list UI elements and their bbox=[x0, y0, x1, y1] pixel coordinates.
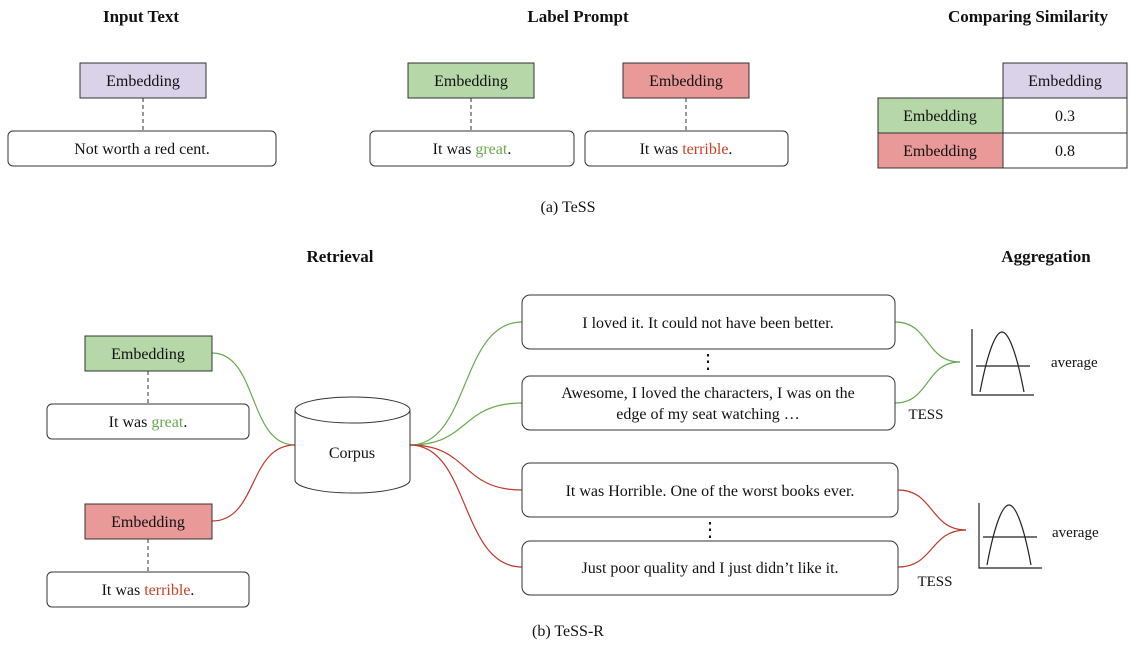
heading-input-text: Input Text bbox=[103, 7, 179, 26]
table-value-green: 0.3 bbox=[1055, 108, 1075, 125]
red-sentence-box-2 bbox=[521, 540, 899, 596]
input-embedding-label: Embedding bbox=[106, 73, 180, 90]
prompt-terrible-text: It was terrible. bbox=[640, 141, 733, 158]
prompt-terrible-embedding-label: Embedding bbox=[649, 73, 723, 90]
retrieval-great-text: It was great. bbox=[109, 414, 188, 431]
prompt-great-text-box bbox=[369, 130, 575, 167]
green-sentence-box-2 bbox=[521, 375, 896, 431]
retrieval-terrible-embedding-box bbox=[84, 503, 213, 540]
table-value-red: 0.8 bbox=[1055, 143, 1075, 160]
tess-label-red: TESS bbox=[917, 574, 952, 590]
table-column-header-cell bbox=[1002, 62, 1128, 99]
connector-green-1-to-aggregation bbox=[894, 321, 961, 363]
word-terrible: terrible bbox=[682, 141, 728, 158]
green-sentence-2-line-1: Awesome, I loved the characters, I was o… bbox=[561, 385, 855, 402]
table-row-label-cell-red bbox=[877, 132, 1004, 169]
table-row-label-green: Embedding bbox=[903, 108, 977, 125]
caption-b: (b) TeSS-R bbox=[532, 623, 604, 640]
input-embedding-box bbox=[79, 62, 207, 99]
table-column-header: Embedding bbox=[1028, 73, 1102, 90]
caption-a: (a) TeSS bbox=[540, 199, 595, 216]
distribution-plot-icon-red bbox=[978, 503, 1042, 569]
table-row-label-red: Embedding bbox=[903, 143, 977, 160]
corpus-label: Corpus bbox=[329, 445, 375, 462]
retrieval-great-text-box bbox=[46, 403, 250, 440]
retrieval-great-embedding-box bbox=[84, 335, 213, 372]
retrieval-terrible-text-box bbox=[46, 571, 250, 608]
connector-red-1-to-aggregation bbox=[897, 489, 967, 531]
green-sentence-1: I loved it. It could not have been bette… bbox=[582, 315, 833, 332]
connector-terrible-to-corpus bbox=[211, 444, 296, 522]
retrieval-connectors bbox=[211, 321, 967, 568]
connector-corpus-to-green-1 bbox=[409, 321, 523, 446]
part-b: Retrieval Aggregation Embedding It was g… bbox=[46, 247, 1099, 640]
part-a: Input Text Label Prompt Comparing Simila… bbox=[7, 7, 1128, 216]
word-great: great bbox=[475, 141, 508, 158]
prompt-great-embedding-box bbox=[407, 62, 535, 99]
retrieval-word-terrible: terrible bbox=[144, 582, 190, 599]
heading-retrieval: Retrieval bbox=[306, 247, 373, 266]
red-ellipsis: ⋮ bbox=[700, 519, 720, 541]
retrieval-terrible-embedding-label: Embedding bbox=[111, 514, 185, 531]
connector-great-to-corpus bbox=[211, 352, 296, 446]
heading-label-prompt: Label Prompt bbox=[527, 7, 629, 26]
prompt-great-embedding-label: Embedding bbox=[434, 73, 508, 90]
retrieval-great-embedding-label: Embedding bbox=[111, 346, 185, 363]
retrieval-terrible-text: It was terrible. bbox=[102, 582, 195, 599]
similarity-table: Embedding Embedding 0.3 Embedding 0.8 bbox=[877, 62, 1128, 169]
green-sentence-box-1 bbox=[521, 294, 896, 350]
table-row-label-cell-green bbox=[877, 97, 1004, 134]
input-text: Not worth a red cent. bbox=[74, 141, 210, 158]
red-sentence-2: Just poor quality and I just didn’t like… bbox=[581, 560, 838, 577]
connector-red-2-to-aggregation bbox=[897, 529, 967, 568]
green-sentence-2-line-2: edge of my seat watching … bbox=[616, 406, 800, 423]
connector-corpus-to-green-2 bbox=[409, 402, 523, 446]
red-sentence-box-1 bbox=[521, 462, 899, 518]
distribution-plot-icon-green bbox=[971, 329, 1034, 396]
connector-green-2-to-aggregation bbox=[894, 361, 961, 404]
corpus-cylinder: Corpus bbox=[294, 396, 411, 494]
average-label-green: average bbox=[1051, 355, 1098, 371]
prompt-terrible-text-box bbox=[584, 130, 789, 167]
connector-corpus-to-red-2 bbox=[409, 444, 523, 568]
red-sentence-1: It was Horrible. One of the worst books … bbox=[566, 483, 855, 500]
connector-corpus-to-red-1 bbox=[409, 444, 523, 491]
heading-aggregation: Aggregation bbox=[1001, 247, 1091, 266]
input-text-box bbox=[7, 130, 277, 167]
retrieval-word-great: great bbox=[151, 414, 184, 431]
average-label-red: average bbox=[1052, 525, 1099, 541]
green-ellipsis: ⋮ bbox=[698, 351, 718, 373]
table-value-cell-green bbox=[1002, 97, 1128, 134]
tess-label-green: TESS bbox=[908, 407, 943, 423]
prompt-terrible-embedding-box bbox=[622, 62, 750, 99]
table-value-cell-red bbox=[1002, 132, 1128, 169]
prompt-great-text: It was great. bbox=[433, 141, 512, 158]
heading-comparing-similarity: Comparing Similarity bbox=[948, 7, 1109, 26]
